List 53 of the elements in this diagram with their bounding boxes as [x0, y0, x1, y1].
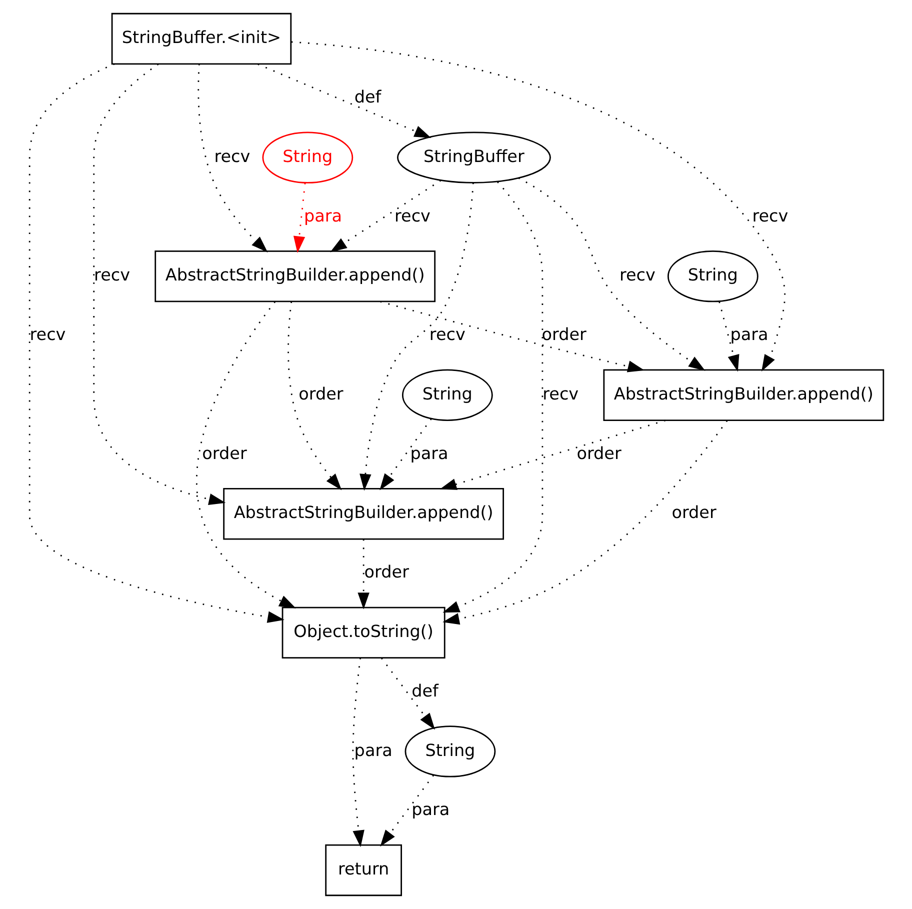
- edge-label: para: [411, 799, 450, 820]
- arrow: [379, 418, 432, 490]
- arrow: [28, 63, 284, 623]
- node-ellipse: StringBuffer: [396, 132, 550, 184]
- arrow: [380, 300, 644, 372]
- edge-label: order: [202, 442, 246, 463]
- arrow: [352, 658, 364, 848]
- node-box: StringBuffer.<init>: [110, 12, 292, 65]
- edge-label: recv: [94, 264, 130, 285]
- arrow: [518, 177, 705, 371]
- edge-label: def: [411, 680, 438, 700]
- arrow: [257, 64, 431, 138]
- arrow: [292, 182, 306, 254]
- edge-label: para: [410, 442, 448, 463]
- arrow: [718, 302, 739, 372]
- edge-label: def: [354, 86, 381, 106]
- arrow: [330, 180, 441, 252]
- node-box: AbstractStringBuilder.append(): [154, 250, 436, 302]
- arrow: [439, 420, 666, 490]
- arrow: [287, 302, 342, 490]
- arrow: [290, 41, 785, 372]
- node-box: return: [324, 844, 402, 896]
- node-box: AbstractStringBuilder.append(): [602, 369, 884, 421]
- edge-label: order: [364, 562, 408, 582]
- edge-label: order: [541, 324, 586, 344]
- arrow: [357, 539, 369, 610]
- arrow: [196, 301, 296, 608]
- node-ellipse: String: [401, 369, 492, 421]
- edge-label: recv: [394, 205, 430, 226]
- node-ellipse: String: [262, 132, 353, 184]
- arrow: [442, 181, 543, 613]
- arrow: [380, 658, 435, 730]
- edge-label: recv: [29, 324, 66, 344]
- edge-label: recv: [428, 324, 465, 344]
- edge-label: para: [730, 324, 768, 344]
- edge-label: order: [671, 502, 716, 522]
- node-box: Object.toString(): [281, 606, 445, 659]
- edge-label: recv: [214, 146, 250, 166]
- node-ellipse: String: [666, 250, 758, 302]
- edge-label: order: [298, 383, 343, 404]
- arrow: [359, 182, 474, 491]
- arrow: [442, 420, 728, 625]
- arrow: [92, 64, 226, 506]
- arrow: [197, 64, 268, 253]
- edge-label: recv: [752, 205, 788, 226]
- edge-label: para: [304, 205, 342, 226]
- edge-label: order: [576, 442, 621, 463]
- arrow: [380, 774, 434, 847]
- node-ellipse: String: [404, 726, 496, 778]
- node-box: AbstractStringBuilder.append(): [222, 488, 504, 540]
- edge-label: para: [354, 740, 392, 760]
- edge-label: recv: [618, 264, 655, 285]
- edge-label: recv: [542, 383, 578, 404]
